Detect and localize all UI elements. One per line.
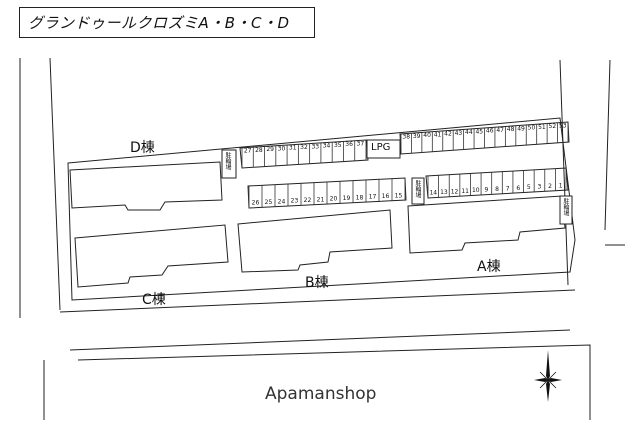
parking-stall-number: 41: [434, 131, 442, 138]
parking-strip-mid-right: [425, 167, 569, 199]
building-d-label: D棟: [130, 140, 155, 156]
parking-stall-number: 6: [516, 185, 520, 192]
parking-stall-number: 31: [289, 145, 297, 152]
parking-stall-number: 49: [517, 125, 525, 132]
parking-stall-number: 42: [444, 131, 452, 138]
parking-stall-number: 9: [484, 187, 488, 194]
parking-stall-number: 25: [265, 199, 273, 206]
parking-stall-number: 50: [528, 125, 536, 132]
parking-strip-top-left: [239, 139, 369, 169]
parking-stall-number: 20: [330, 196, 338, 203]
bicycle-parking-label-b: 駐輪場: [414, 180, 421, 198]
bicycle-parking-b: [411, 177, 425, 205]
parking-stall-number: 33: [311, 143, 319, 150]
parking-stall-number: 46: [486, 128, 494, 135]
parking-stall-number: 11: [461, 188, 469, 195]
building-c-label: C棟: [142, 292, 166, 308]
road-left-edge-inner: [49, 57, 61, 311]
parking-stall-number: 24: [278, 198, 286, 205]
building-b: [237, 209, 393, 273]
parking-stall-number: 2: [548, 183, 552, 190]
parking-stall-number: 30: [278, 145, 286, 152]
building-a: [407, 195, 566, 254]
parking-stall-number: 53: [559, 122, 567, 129]
parking-stall-number: 37: [357, 140, 365, 147]
parking-stall-number: 21: [317, 196, 325, 203]
parking-stall-number: 38: [402, 134, 410, 141]
building-d: [69, 161, 223, 211]
parking-stall-number: 13: [440, 189, 448, 196]
parking-stall-number: 29: [266, 146, 274, 153]
lpg-label: LPG: [371, 142, 391, 153]
parking-stall-number: 5: [527, 184, 531, 191]
bicycle-parking-label-a: 駐輪場: [562, 198, 569, 216]
parking-stall-number: 17: [369, 194, 377, 201]
parking-stall-number: 10: [472, 187, 480, 194]
parking-stall-number: 39: [413, 133, 421, 140]
parking-stall-number: 1: [559, 182, 563, 189]
parking-stall-number: 32: [300, 144, 308, 151]
parking-stall-number: 16: [382, 193, 390, 200]
parking-stall-number: 27: [244, 148, 252, 155]
map-title: グランドゥールクロズミA・B・C・D: [19, 7, 315, 38]
parking-stall-number: 28: [255, 147, 263, 154]
road-front-south: [69, 329, 571, 351]
bicycle-parking-label-d: 駐輪場: [224, 152, 231, 170]
parking-stall-number: 15: [395, 192, 403, 199]
road-front-north: [59, 289, 576, 313]
parking-stall-number: 40: [423, 132, 431, 139]
road-right-outer: [604, 59, 611, 231]
lpg-box: [366, 139, 401, 159]
parking-stall-number: 3: [538, 184, 542, 191]
parking-stall-number: 44: [465, 129, 473, 136]
parking-stall-number: 34: [323, 143, 331, 150]
building-c: [74, 224, 229, 288]
building-b-label: B棟: [305, 275, 329, 291]
road-right-edge: [559, 59, 569, 286]
bicycle-parking-d: [221, 149, 237, 179]
site-boundary: [67, 117, 576, 301]
north-arrow-icon: [534, 350, 562, 402]
parking-stall-number: 26: [252, 200, 260, 207]
building-a-label: A棟: [477, 259, 501, 275]
parking-stall-number: 43: [455, 130, 463, 137]
road-lower: [77, 344, 591, 420]
bicycle-parking-a: [559, 195, 573, 225]
parking-stall-number: 8: [495, 186, 499, 193]
parking-stall-number: 12: [451, 188, 459, 195]
parking-stall-number: 45: [475, 128, 483, 135]
parking-stall-number: 36: [345, 141, 353, 148]
parking-stall-number: 14: [429, 190, 437, 197]
parking-stall-number: 52: [549, 123, 557, 130]
parking-stall-number: 18: [356, 194, 364, 201]
parking-stall-number: 48: [507, 126, 515, 133]
parking-stall-number: 47: [496, 127, 504, 134]
watermark: Apamanshop: [265, 384, 377, 404]
parking-stall-number: 19: [343, 195, 351, 202]
parking-stall-number: 22: [304, 197, 312, 204]
parking-stall-number: 7: [506, 185, 510, 192]
parking-stall-number: 23: [291, 198, 299, 205]
parking-stall-number: 35: [334, 142, 342, 149]
parking-stall-number: 51: [538, 124, 546, 131]
